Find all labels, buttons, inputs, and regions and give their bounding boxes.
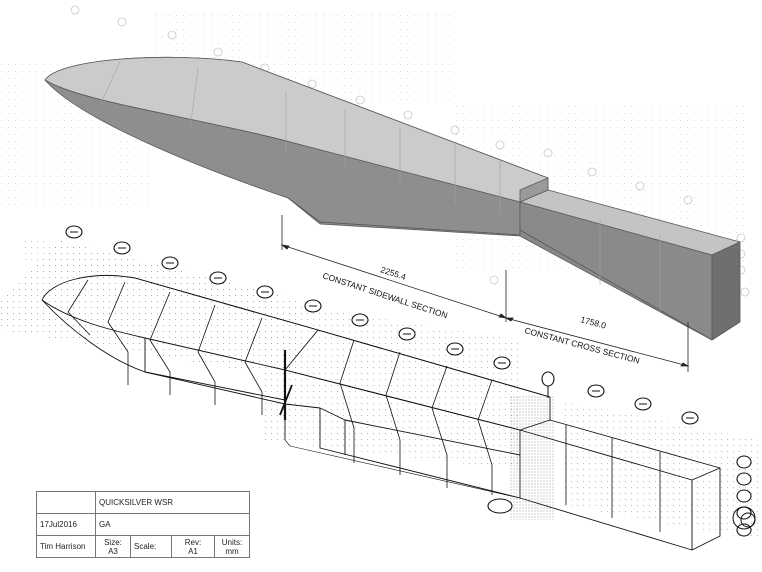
hull-lower-side bbox=[287, 197, 713, 341]
title-block-units: Units: mm bbox=[214, 535, 250, 558]
rev-value: A1 bbox=[188, 546, 198, 556]
title-block-rev: Rev: A1 bbox=[171, 535, 215, 558]
sidewall-dimension-line bbox=[281, 244, 507, 319]
dimension-lines bbox=[280, 215, 690, 372]
size-value: A3 bbox=[108, 546, 118, 556]
scale-label: Scale: bbox=[134, 542, 157, 551]
title-block-drawing-type: GA bbox=[95, 513, 250, 536]
wireframe-hull bbox=[41, 275, 721, 551]
title-block-author: Tim Harrison bbox=[36, 535, 96, 558]
units-label: Units: bbox=[221, 537, 243, 547]
sidewall-dimension-value: 2255.4 bbox=[379, 264, 407, 282]
size-label: Size: bbox=[104, 537, 122, 547]
title-block-blank bbox=[36, 491, 96, 514]
cross-dimension-line bbox=[505, 317, 689, 367]
cross-dimension-label: CONSTANT CROSS SECTION bbox=[523, 325, 640, 365]
title-block-scale: Scale: bbox=[130, 535, 172, 558]
title-block: QUICKSILVER WSR 17Jul2016 GA Tim Harriso… bbox=[36, 491, 250, 558]
wireframe-grid-planes bbox=[0, 235, 760, 540]
title-block-date: 17Jul2016 bbox=[36, 513, 96, 536]
title-block-project: QUICKSILVER WSR bbox=[95, 491, 250, 514]
cross-dimension-value: 1758.0 bbox=[579, 314, 607, 330]
rev-label: Rev: bbox=[184, 537, 202, 547]
title-block-size: Size: A3 bbox=[95, 535, 131, 558]
units-value: mm bbox=[225, 546, 239, 556]
shaded-hull-model bbox=[44, 56, 741, 341]
hull-transom bbox=[711, 241, 741, 341]
